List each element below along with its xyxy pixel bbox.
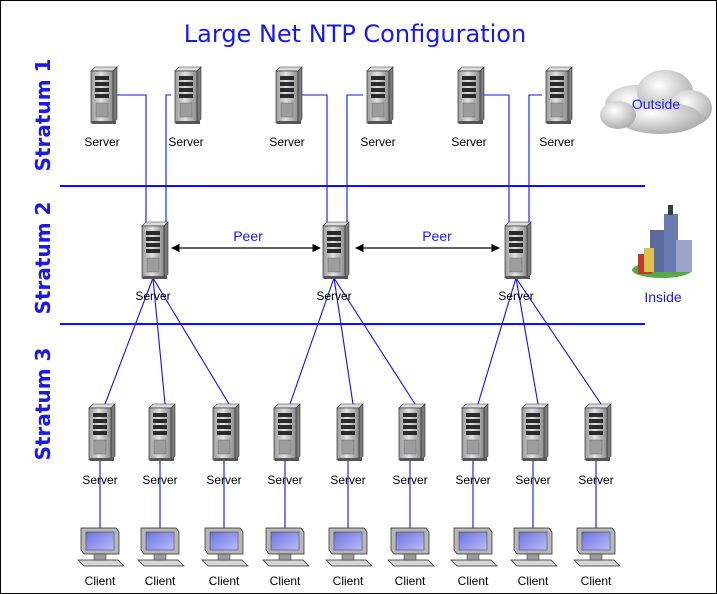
- uplink-line: [302, 94, 328, 222]
- desktop-computer-icon: [510, 527, 558, 567]
- desktop-computer-icon: [573, 527, 621, 567]
- client-label: Client: [145, 574, 176, 588]
- server-label: Server: [451, 135, 486, 149]
- server-tower-icon: [521, 403, 549, 461]
- server-label: Server: [168, 135, 203, 149]
- uplink-line: [528, 94, 542, 222]
- downlink-line: [477, 277, 517, 405]
- server-label: Server: [82, 473, 117, 487]
- city-buildings-icon: [632, 205, 692, 278]
- server-tower-icon: [336, 403, 364, 461]
- downlink-line: [152, 277, 166, 405]
- server-tower-icon: [322, 221, 350, 279]
- server-tower-icon: [366, 66, 394, 124]
- stratum-3-label: Stratum 3: [31, 348, 55, 461]
- server-tower-icon: [148, 403, 176, 461]
- client-label: Client: [333, 574, 364, 588]
- server-label: Server: [392, 473, 427, 487]
- desktop-computer-icon: [387, 527, 435, 567]
- desktop-computer-icon: [262, 527, 310, 567]
- uplink-line: [484, 94, 510, 222]
- server-tower-icon: [457, 66, 485, 124]
- desktop-computer-icon: [77, 527, 125, 567]
- desktop-computer-icon: [137, 527, 185, 567]
- server-label: Server: [539, 135, 574, 149]
- downlink-line: [104, 277, 154, 405]
- client-label: Client: [395, 574, 426, 588]
- server-tower-icon: [461, 403, 489, 461]
- server-label: Server: [455, 473, 490, 487]
- inside-label: Inside: [644, 289, 682, 305]
- server-tower-icon: [584, 403, 612, 461]
- server-label: Server: [142, 473, 177, 487]
- client-label: Client: [458, 574, 489, 588]
- client-label: Client: [85, 574, 116, 588]
- diagram-title: Large Net NTP Configuration: [184, 20, 526, 48]
- uplink-line: [117, 94, 147, 222]
- server-label: Server: [84, 135, 119, 149]
- server-tower-icon: [545, 66, 573, 124]
- server-label: Server: [206, 473, 241, 487]
- server-label: Server: [578, 473, 613, 487]
- server-tower-icon: [273, 403, 301, 461]
- stratum-2-label: Stratum 2: [31, 202, 55, 315]
- server-label: Server: [267, 473, 302, 487]
- server-label: Server: [360, 135, 395, 149]
- server-tower-icon: [275, 66, 303, 124]
- cloud-icon: [600, 70, 712, 134]
- desktop-computer-icon: [450, 527, 498, 567]
- server-tower-icon: [398, 403, 426, 461]
- server-label: Server: [498, 289, 533, 303]
- client-label: Client: [518, 574, 549, 588]
- server-tower-icon: [174, 66, 202, 124]
- server-tower-icon: [90, 66, 118, 124]
- client-label: Client: [270, 574, 301, 588]
- downlink-line: [515, 277, 539, 405]
- stratum-1-label: Stratum 1: [31, 59, 55, 172]
- server-label: Server: [135, 289, 170, 303]
- server-tower-icon: [212, 403, 240, 461]
- server-label: Server: [269, 135, 304, 149]
- server-tower-icon: [504, 221, 532, 279]
- server-tower-icon: [88, 403, 116, 461]
- server-label: Server: [330, 473, 365, 487]
- downlink-line: [289, 277, 335, 405]
- server-tower-icon: [141, 221, 169, 279]
- desktop-computer-icon: [201, 527, 249, 567]
- uplink-line: [346, 94, 363, 222]
- uplink-line: [165, 94, 171, 222]
- client-label: Client: [581, 574, 612, 588]
- downlink-line: [333, 277, 416, 405]
- server-label: Server: [316, 289, 351, 303]
- downlink-line: [515, 277, 602, 405]
- outside-label: Outside: [632, 96, 680, 112]
- client-label: Client: [209, 574, 240, 588]
- peer-label-left: Peer: [233, 228, 263, 244]
- desktop-computer-icon: [325, 527, 373, 567]
- server-label: Server: [515, 473, 550, 487]
- connector-lines: [99, 94, 602, 528]
- peer-label-right: Peer: [422, 228, 452, 244]
- downlink-line: [152, 277, 230, 405]
- downlink-line: [333, 277, 354, 405]
